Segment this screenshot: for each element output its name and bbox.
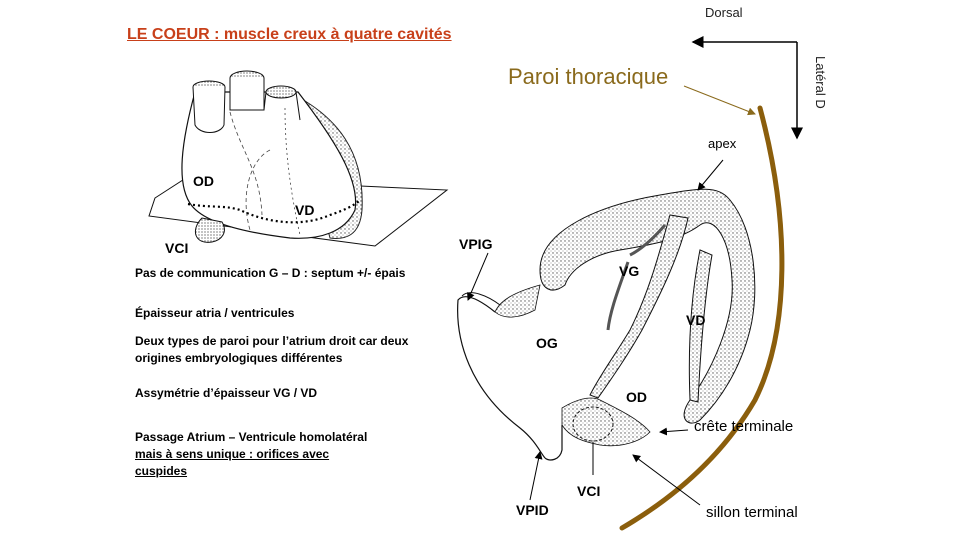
- od-label: OD: [626, 389, 647, 405]
- note-passage: Passage Atrium – Ventricule homolatéral …: [135, 429, 375, 480]
- lateral-label: Latéral D: [813, 56, 828, 109]
- heart-3d-drawing: [148, 70, 449, 247]
- heart-section-drawing: [457, 159, 756, 506]
- left-od-label: OD: [193, 173, 214, 189]
- left-vd-label: VD: [295, 202, 315, 218]
- thoracic-wall-line: [619, 105, 785, 531]
- orientation-axes: [691, 36, 803, 140]
- apex-label: apex: [708, 136, 737, 151]
- sillon-terminal-label: sillon terminal: [706, 504, 798, 521]
- page-title: LE COEUR : muscle creux à quatre cavités: [127, 26, 452, 43]
- vpig-label: VPIG: [459, 236, 493, 252]
- note-passage-line1: Passage Atrium – Ventricule homolatéral: [135, 430, 368, 444]
- vd-label: VD: [686, 312, 706, 328]
- og-label: OG: [536, 335, 558, 351]
- note-deux-types: Deux types de paroi pour l’atrium droit …: [135, 334, 409, 365]
- paroi-pointer: [683, 85, 756, 116]
- left-vci-label: VCI: [165, 240, 189, 256]
- note-communication: Pas de communication G – D : septum +/- …: [135, 266, 406, 280]
- vpid-label: VPID: [516, 502, 549, 518]
- note-assymetrie: Assymétrie d’épaisseur VG / VD: [135, 386, 318, 400]
- dorsal-label: Dorsal: [705, 5, 743, 20]
- vci-label: VCI: [577, 483, 601, 499]
- crete-terminale-label: crête terminale: [694, 418, 794, 435]
- vg-label: VG: [619, 263, 640, 279]
- paroi-thoracique-label: Paroi thoracique: [508, 64, 669, 89]
- note-passage-line2: mais à sens unique : orifices avec cuspi…: [135, 447, 330, 478]
- note-epaisseur: Épaisseur atria / ventricules: [135, 306, 295, 320]
